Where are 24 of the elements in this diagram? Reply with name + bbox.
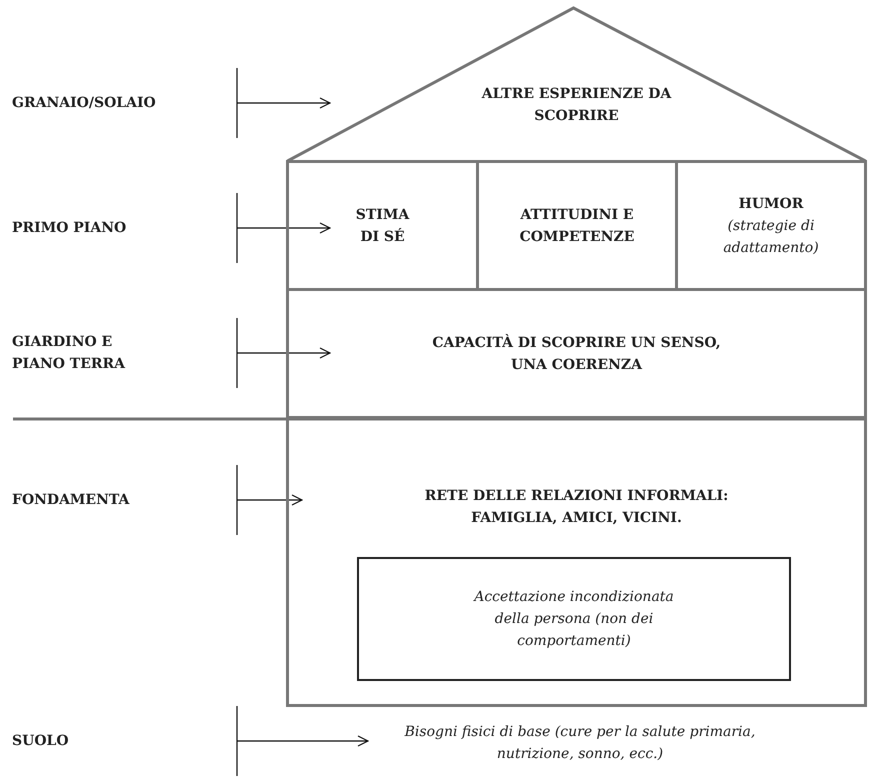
arrow [236, 705, 369, 777]
room-title: CAPACITÀ DI SCOPRIRE UN SENSO, UNA COERENZA [431, 333, 722, 374]
floor-label: PRIMO PIANO [12, 219, 126, 238]
description-text: Bisogni fisici di base (cure per la salute primaria, nutrizione, sonno, ecc.) [404, 723, 756, 764]
description-text: Accettazione incondizionata della persona (non dei comportamenti) [472, 588, 675, 651]
room-box [675, 160, 867, 291]
room-title: STIMA DI SÉ [354, 206, 410, 246]
room-title: RETE DELLE RELAZIONI INFORMALI: FAMIGLIA, AMICI, VICINI. [424, 486, 730, 528]
floor-label: GIARDINO E PIANO TERRA [12, 333, 126, 374]
description-text: (strategie di adattamento) [722, 216, 820, 258]
floor-label: GRANAIO/SOLAIO [12, 94, 156, 113]
arrow [236, 192, 331, 264]
inner-box [357, 557, 791, 681]
room-title: ALTRE ESPERIENZE DA SCOPRIRE [480, 84, 672, 126]
room-title: HUMOR [738, 194, 804, 214]
room-box [286, 416, 867, 707]
arrow [236, 317, 331, 389]
room-box [286, 160, 479, 291]
arrow [236, 67, 331, 139]
arrow [236, 464, 303, 536]
room-title: ATTITUDINI E COMPETENZE [518, 206, 636, 246]
room-box [286, 288, 867, 419]
floor-label: FONDAMENTA [12, 491, 130, 510]
floor-label: SUOLO [12, 732, 69, 751]
